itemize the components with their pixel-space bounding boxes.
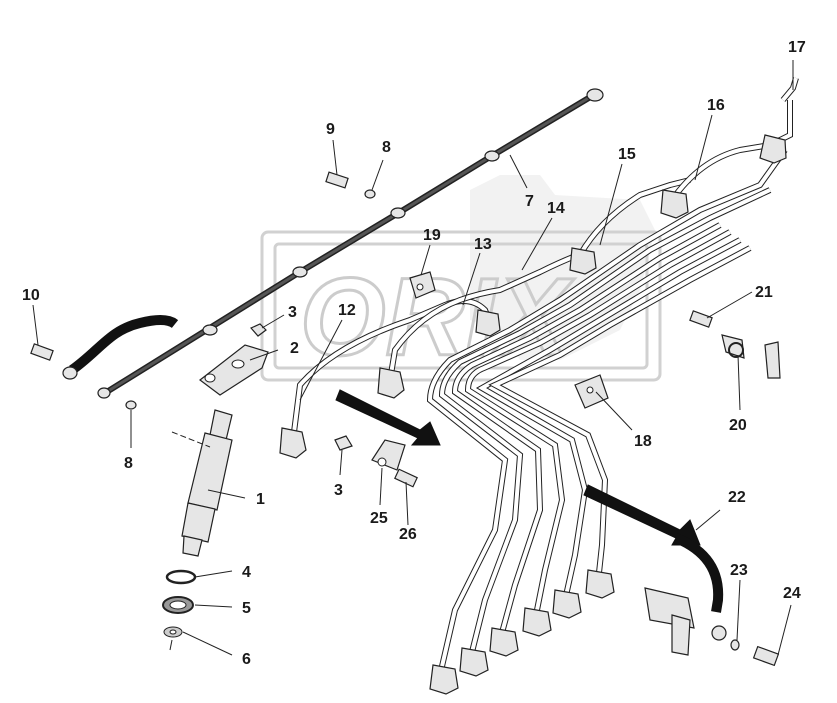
callout-12: 12	[338, 302, 356, 319]
injection-pipe-bundle	[279, 77, 799, 695]
watermark: ORIX	[260, 175, 662, 382]
callout-3-bottom: 3	[334, 482, 343, 499]
callout-10: 10	[22, 287, 40, 304]
injector	[181, 409, 233, 557]
callout-13: 13	[474, 236, 492, 253]
callout-25: 25	[370, 510, 388, 527]
pipe-bracket-right	[689, 310, 781, 379]
callout-16: 16	[707, 97, 725, 114]
callout-22: 22	[728, 489, 746, 506]
callout-14: 14	[547, 200, 565, 217]
seal-stack	[162, 569, 197, 638]
callout-labels: 1 2 3 3 4 5 6 7 8 8 9 10 12 13 14 15 16 …	[22, 39, 806, 668]
callout-15: 15	[618, 146, 636, 163]
assembly-arrow	[335, 389, 441, 446]
callout-24: 24	[783, 585, 801, 602]
callout-6: 6	[242, 651, 251, 668]
banjo-bolt-top	[325, 171, 376, 199]
callout-8-top: 8	[382, 139, 391, 156]
callout-5: 5	[242, 600, 251, 617]
callout-19: 19	[423, 227, 441, 244]
return-hose-right	[644, 533, 780, 667]
callout-3-top: 3	[288, 304, 297, 321]
callout-26: 26	[399, 526, 417, 543]
nut-top	[250, 323, 267, 337]
callout-21: 21	[755, 284, 773, 301]
callout-20: 20	[729, 417, 747, 434]
callout-4: 4	[242, 564, 251, 581]
callout-23: 23	[730, 562, 748, 579]
pipe-clamp-small	[334, 435, 418, 488]
callout-2: 2	[290, 340, 299, 357]
callout-7: 7	[525, 193, 534, 210]
pipe-clamp-upper	[409, 271, 436, 299]
washer-lower	[125, 400, 137, 410]
leader-lines	[32, 60, 794, 656]
callout-1: 1	[256, 491, 265, 508]
pipe-clamp-lower	[574, 374, 609, 409]
return-hose-left	[30, 315, 179, 380]
callout-18: 18	[634, 433, 652, 450]
injector-clamp	[199, 344, 269, 396]
callout-9: 9	[326, 121, 335, 138]
callout-17: 17	[788, 39, 806, 56]
callout-8-bottom: 8	[124, 455, 133, 472]
leak-off-line	[97, 88, 604, 399]
